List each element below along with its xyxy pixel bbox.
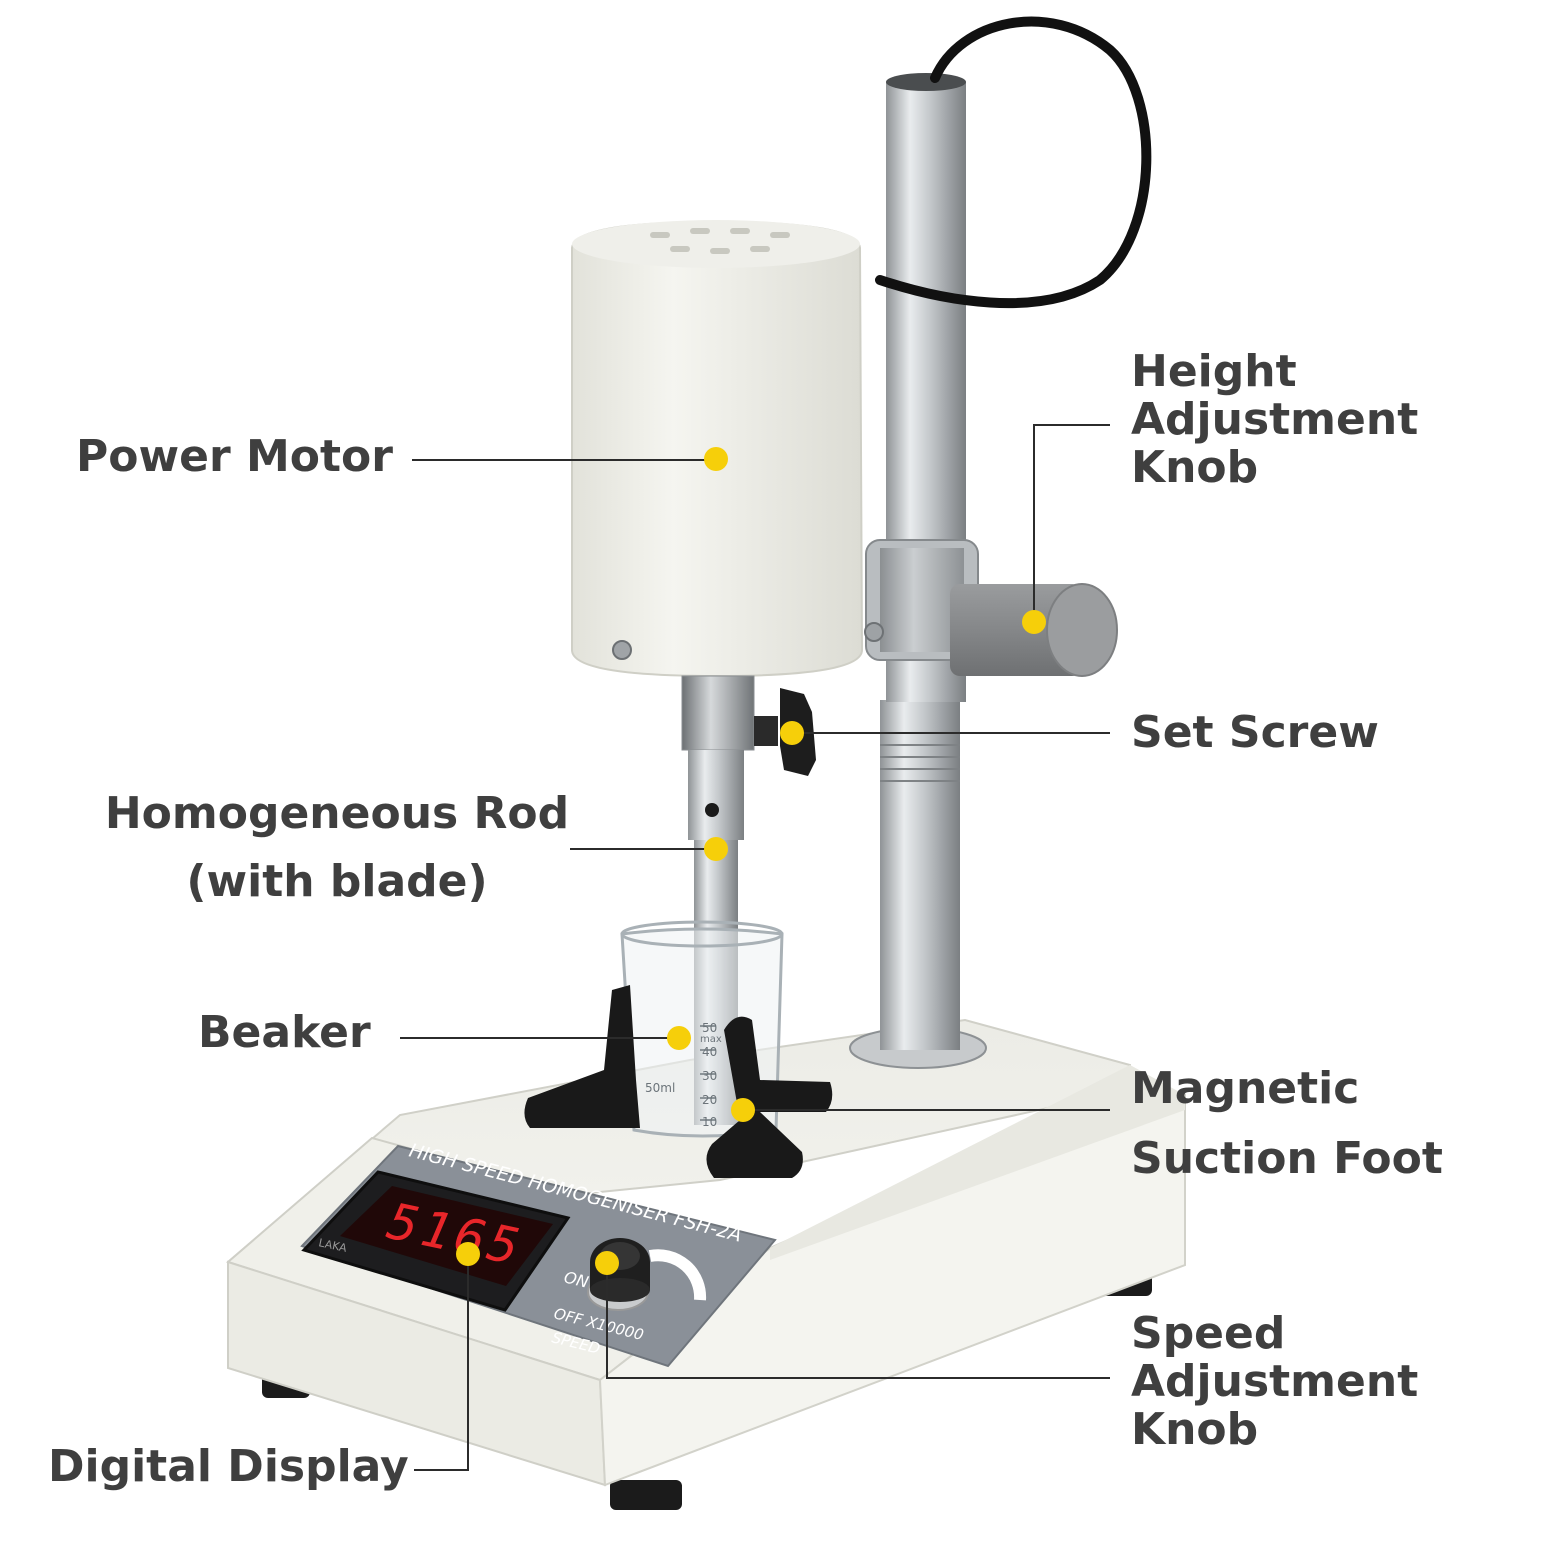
motor-vents	[650, 228, 790, 254]
speed-arc	[648, 1249, 707, 1301]
beaker-mark-30: 30	[702, 1069, 717, 1083]
label-set-screw: Set Screw	[1131, 707, 1379, 758]
base-foot-front	[610, 1480, 682, 1510]
speed-knob[interactable]	[587, 1238, 650, 1311]
display-window	[340, 1186, 553, 1286]
power-cable	[875, 16, 1152, 309]
leader-lines	[400, 424, 1110, 1471]
label-beaker: Beaker	[198, 1007, 371, 1058]
column-top-cap	[886, 73, 966, 91]
label-magnetic-foot-line-1: Magnetic	[1131, 1063, 1360, 1114]
leader-speed-knob	[606, 1268, 1110, 1379]
leader-digital-display	[414, 1254, 469, 1471]
motor-screw	[612, 640, 632, 660]
beaker-mark-40: 40	[702, 1045, 717, 1059]
label-height-knob-line-3: Knob	[1131, 442, 1259, 493]
marker-set-screw	[780, 721, 804, 745]
label-digital-display: Digital Display	[48, 1441, 409, 1492]
beaker-graduations	[700, 1025, 716, 1121]
marker-speed-knob	[595, 1251, 619, 1275]
column-grooves	[880, 744, 960, 782]
height-adjustment-knob[interactable]	[950, 583, 1118, 677]
marker-rod	[704, 837, 728, 861]
label-rod-line-1: Homogeneous Rod	[104, 788, 570, 839]
beaker-mark-20: 20	[702, 1093, 717, 1107]
base-right-top	[770, 1065, 1185, 1260]
beaker-mark-max: max	[700, 1034, 722, 1045]
marker-power-motor	[704, 447, 728, 471]
label-magnetic-foot: Magnetic Suction Foot	[1131, 1054, 1443, 1194]
label-speed-knob-line-2: Adjustment	[1131, 1356, 1419, 1407]
magnetic-foot-left	[524, 985, 640, 1128]
label-height-knob: Height Adjustment Knob	[1131, 348, 1418, 492]
magnetic-foot-right	[706, 1016, 833, 1178]
column-lower	[880, 700, 960, 1050]
marker-height-knob	[1022, 610, 1046, 634]
callout-markers	[456, 447, 1046, 1275]
display-brand: LAKA	[317, 1236, 348, 1255]
chuck	[681, 675, 755, 751]
leader-height-knob	[1033, 424, 1110, 614]
label-speed-knob: Speed Adjustment Knob	[1131, 1310, 1418, 1454]
beaker-volume: 50ml	[645, 1081, 675, 1095]
label-power-motor: Power Motor	[76, 431, 393, 482]
label-speed-knob-line-1: Speed	[1131, 1308, 1286, 1359]
label-magnetic-foot-line-2: Suction Foot	[1131, 1133, 1443, 1184]
beaker-mark-10: 10	[702, 1115, 717, 1129]
base	[225, 1018, 1186, 1510]
marker-digital-display	[456, 1242, 480, 1266]
label-rod: Homogeneous Rod (with blade)	[104, 780, 570, 916]
label-height-knob-line-2: Adjustment	[1131, 394, 1419, 445]
marker-beaker	[667, 1026, 691, 1050]
label-rod-line-2: (with blade)	[186, 856, 488, 907]
beaker-mark-50: 50	[702, 1021, 717, 1035]
label-height-knob-line-1: Height	[1131, 346, 1297, 397]
label-speed-knob-line-3: Knob	[1131, 1404, 1259, 1455]
marker-magnetic-foot	[731, 1098, 755, 1122]
